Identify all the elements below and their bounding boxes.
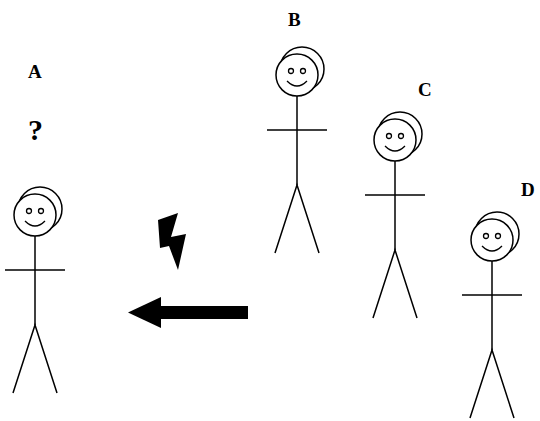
person-label: D [521, 180, 535, 199]
person-label: C [418, 80, 432, 99]
arrow-shaft [158, 306, 248, 319]
lightning-bolt [158, 213, 186, 270]
person-label: A [28, 62, 42, 81]
arrow-head [128, 297, 161, 328]
person-figure [267, 47, 327, 253]
question-mark: ? [28, 115, 43, 145]
person-figure [462, 212, 522, 418]
person-figure [365, 112, 425, 318]
person-figure [5, 187, 65, 393]
person-label: B [288, 10, 301, 29]
